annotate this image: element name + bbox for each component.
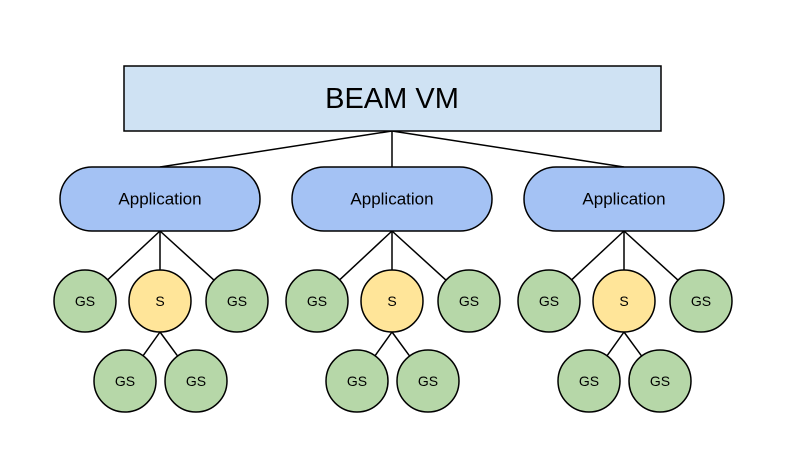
edge-app-1-to-child-3: [159, 230, 215, 281]
app-3-gen-server-1: GS: [517, 269, 581, 333]
app-1-supervised-gen-server-2: GS: [164, 349, 228, 413]
app-1-supervisor-2-circle: [128, 269, 192, 333]
application-label-2: Application: [350, 190, 433, 209]
app-2-gen-server-3-label: GS: [459, 293, 479, 309]
edge-app-1-to-child-1: [107, 230, 161, 281]
edge-app-2-to-child-1: [339, 230, 393, 281]
app-2-gen-server-1-circle: [285, 269, 349, 333]
beam-vm-label: BEAM VM: [325, 83, 459, 115]
app-3-gen-server-3-circle: [669, 269, 733, 333]
application-label-1: Application: [118, 190, 201, 209]
edge-app-3-to-child-1: [571, 230, 625, 281]
app-2-supervisor-2-label: S: [387, 293, 396, 309]
app-3-supervisor-2-label: S: [619, 293, 628, 309]
app-2-supervised-gen-server-1: GS: [325, 349, 389, 413]
app-3-supervised-gen-server-1-label: GS: [579, 373, 599, 389]
application-label-3: Application: [582, 190, 665, 209]
app-1-supervised-gen-server-2-label: GS: [186, 373, 206, 389]
app-3-supervised-gen-server-2-label: GS: [650, 373, 670, 389]
application-box-3: [523, 166, 725, 232]
application-node-2: Application: [291, 166, 493, 232]
app-1-gen-server-3-circle: [205, 269, 269, 333]
app-1-gen-server-1-circle: [53, 269, 117, 333]
beam-vm-node: BEAM VM: [123, 65, 662, 132]
app-3-supervised-gen-server-1: GS: [557, 349, 621, 413]
edge-supervisor-1-to-child-1: [142, 331, 161, 357]
tree-edges: [107, 130, 679, 357]
app-3-supervised-gen-server-1-circle: [557, 349, 621, 413]
app-3-gen-server-3-label: GS: [691, 293, 711, 309]
app-1-gen-server-3-label: GS: [227, 293, 247, 309]
app-2-supervised-gen-server-2: GS: [396, 349, 460, 413]
application-node-3: Application: [523, 166, 725, 232]
edge-app-3-to-child-3: [623, 230, 679, 281]
application-node-1: Application: [59, 166, 261, 232]
edge-root-to-app-1: [159, 130, 393, 168]
app-3-supervised-gen-server-2: GS: [628, 349, 692, 413]
app-2-supervised-gen-server-2-circle: [396, 349, 460, 413]
app-1-supervised-gen-server-1: GS: [93, 349, 157, 413]
app-1-supervised-gen-server-1-label: GS: [115, 373, 135, 389]
app-2-supervised-gen-server-1-label: GS: [347, 373, 367, 389]
app-1-supervisor-2: S: [128, 269, 192, 333]
application-box-1: [59, 166, 261, 232]
edge-supervisor-1-to-child-2: [159, 331, 179, 357]
app-3-supervised-gen-server-2-circle: [628, 349, 692, 413]
beam-vm-box: [123, 65, 662, 132]
edge-root-to-app-3: [391, 130, 625, 168]
edge-supervisor-3-to-child-2: [623, 331, 643, 357]
edge-supervisor-2-to-child-2: [391, 331, 411, 357]
app-1-gen-server-1-label: GS: [75, 293, 95, 309]
app-2-gen-server-1-label: GS: [307, 293, 327, 309]
app-2-supervised-gen-server-1-circle: [325, 349, 389, 413]
app-1-gen-server-3: GS: [205, 269, 269, 333]
app-2-gen-server-1: GS: [285, 269, 349, 333]
application-box-2: [291, 166, 493, 232]
app-3-gen-server-3: GS: [669, 269, 733, 333]
edge-supervisor-3-to-child-1: [606, 331, 625, 357]
app-1-supervised-gen-server-1-circle: [93, 349, 157, 413]
app-2-gen-server-3-circle: [437, 269, 501, 333]
app-1-gen-server-1: GS: [53, 269, 117, 333]
app-2-supervised-gen-server-2-label: GS: [418, 373, 438, 389]
app-1-supervised-gen-server-2-circle: [164, 349, 228, 413]
app-2-gen-server-3: GS: [437, 269, 501, 333]
app-3-gen-server-1-circle: [517, 269, 581, 333]
edge-supervisor-2-to-child-1: [374, 331, 393, 357]
app-3-supervisor-2: S: [592, 269, 656, 333]
app-3-gen-server-1-label: GS: [539, 293, 559, 309]
edge-app-2-to-child-3: [391, 230, 447, 281]
app-1-supervisor-2-label: S: [155, 293, 164, 309]
app-2-supervisor-2-circle: [360, 269, 424, 333]
app-2-supervisor-2: S: [360, 269, 424, 333]
app-3-supervisor-2-circle: [592, 269, 656, 333]
